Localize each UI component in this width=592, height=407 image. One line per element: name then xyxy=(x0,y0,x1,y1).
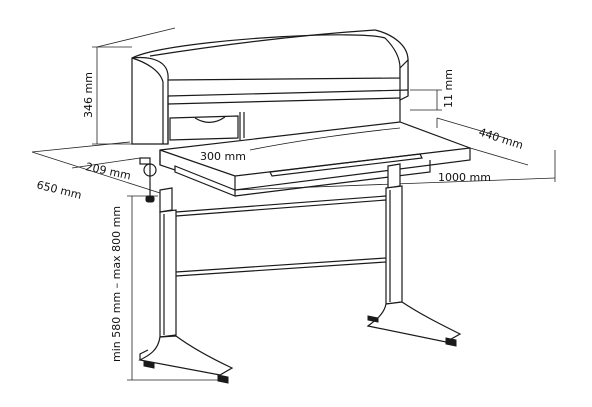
label-overall-depth: 650 mm xyxy=(35,178,83,202)
right-leg xyxy=(366,163,462,347)
under-drawer xyxy=(174,160,431,197)
crank-handle xyxy=(139,157,157,203)
label-desk-width: 1000 mm xyxy=(438,171,491,184)
crossbars xyxy=(175,195,387,277)
label-depth-total: 440 mm xyxy=(477,125,525,152)
left-leg xyxy=(138,187,234,384)
label-hutch-height: 346 mm xyxy=(82,72,95,118)
label-hutch-depth: 209 mm xyxy=(84,160,132,182)
dimension-labels: 346 mm 11 mm 440 mm 209 mm 650 mm 300 mm… xyxy=(35,69,525,362)
desk-top xyxy=(159,121,471,191)
dimension-lines xyxy=(31,27,556,381)
label-height-range: min 580 mm – max 800 mm xyxy=(110,206,123,362)
label-drawer-width: 300 mm xyxy=(200,150,246,163)
hutch xyxy=(131,29,409,145)
label-shelf-gap: 11 mm xyxy=(442,69,455,108)
